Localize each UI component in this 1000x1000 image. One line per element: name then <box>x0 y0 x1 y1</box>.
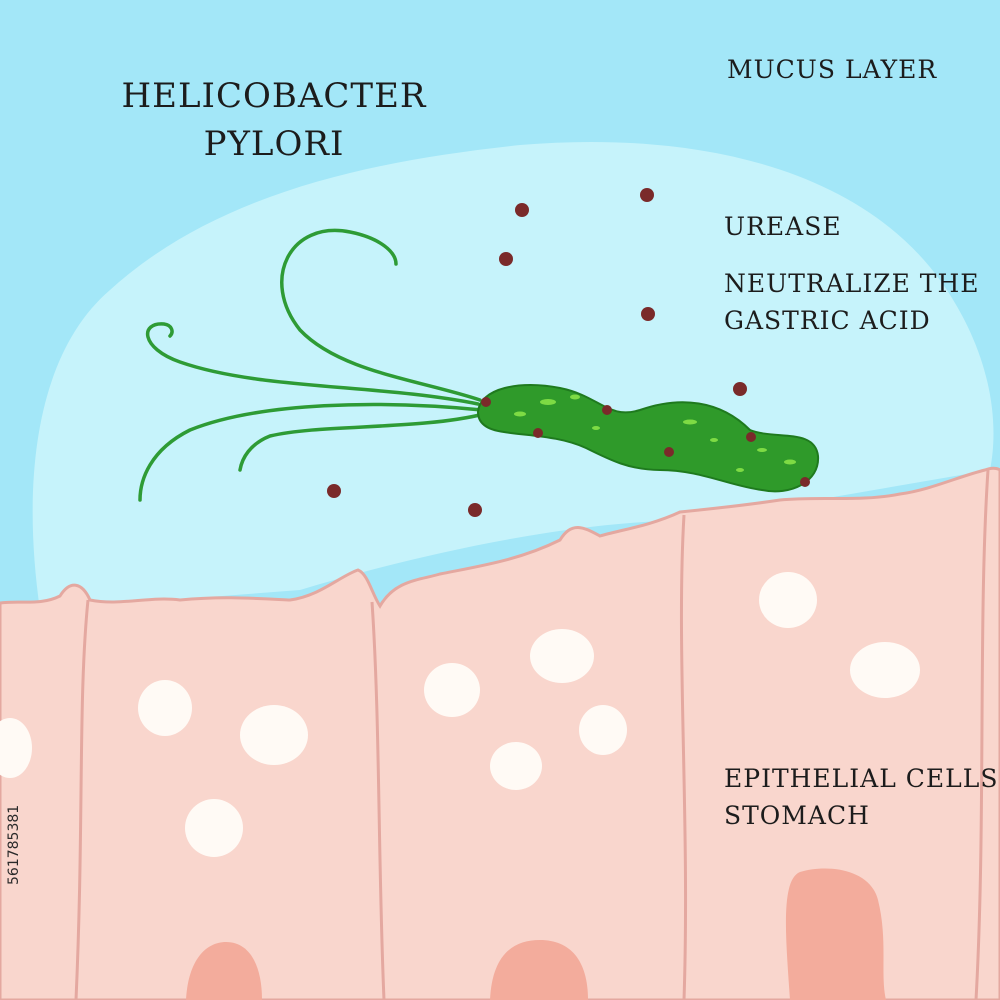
urease-label: UREASE <box>724 212 842 241</box>
helicobacter-bacterium-icon <box>476 384 820 493</box>
vacuoles <box>0 572 920 857</box>
epithelial-label: EPITHELIAL CELLS STOMACH <box>724 760 998 834</box>
neutralize-line-1: NEUTRALIZE THE <box>724 269 980 298</box>
flagella-icon <box>138 228 486 502</box>
urease-molecule-icon <box>327 188 810 517</box>
stock-id: 561785381 <box>6 804 22 886</box>
mucus-layer-label: MUCUS LAYER <box>727 55 938 84</box>
neutralize-label: NEUTRALIZE THE GASTRIC ACID <box>724 265 980 339</box>
epithelial-line-2: STOMACH <box>724 801 870 830</box>
title-line-2: PYLORI <box>203 124 345 164</box>
cell-walls <box>74 469 990 1000</box>
mucus-region <box>32 141 994 611</box>
epithelial-line-1: EPITHELIAL CELLS <box>724 764 999 793</box>
epithelium <box>0 466 1000 1000</box>
title-line-1: HELICOBACTER <box>121 76 427 116</box>
nuclei <box>186 868 886 1000</box>
neutralize-line-2: GASTRIC ACID <box>724 306 931 335</box>
diagram-title: HELICOBACTER PYLORI <box>0 72 548 168</box>
